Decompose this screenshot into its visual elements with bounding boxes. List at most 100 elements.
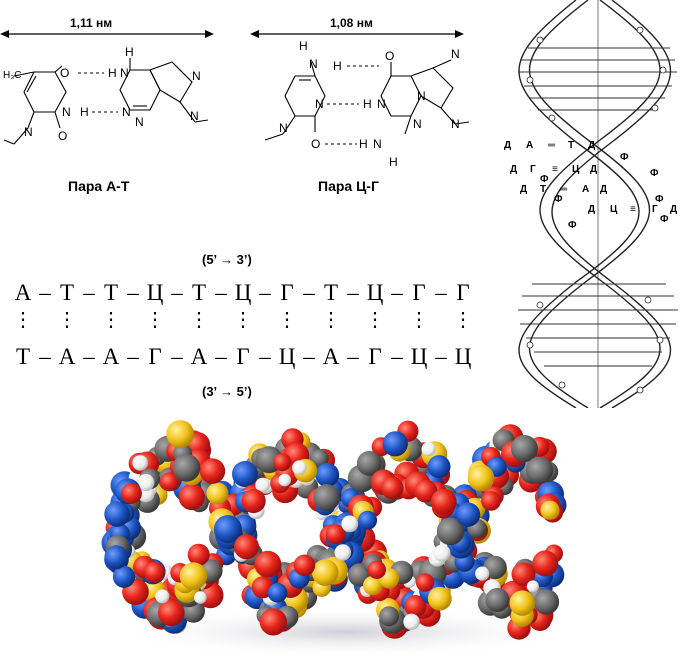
top-strand-base: Т [103, 280, 119, 305]
atom-sphere [112, 565, 136, 588]
atom-sphere [166, 420, 195, 448]
bottom-strand-base: Ц [278, 344, 296, 369]
svg-text:H: H [125, 45, 134, 59]
bottom-strand-bond: – [435, 344, 447, 369]
top-strand-base: Ц [234, 280, 252, 305]
helix-phosphate-symbol: Ф [554, 194, 563, 205]
bottom-strand-bond: – [259, 344, 271, 369]
bottom-strand-bond: – [39, 344, 51, 369]
svg-text:N: N [417, 89, 426, 103]
helix-rung-symbol: ═ [547, 140, 556, 151]
atom-sphere [121, 483, 142, 504]
bottom-strand-base: А [102, 344, 120, 369]
atom-sphere [415, 573, 435, 592]
atom-sphere [315, 462, 340, 487]
atom-sphere [194, 591, 207, 604]
helix-rung-symbol: Д [590, 164, 597, 175]
atom-sphere [403, 613, 420, 630]
atom-sphere [363, 575, 383, 596]
svg-text:N: N [377, 97, 386, 111]
top-strand-base: А [14, 280, 32, 305]
helix-rung-symbol: Т [540, 184, 546, 195]
top-strand-bond: – [215, 280, 227, 305]
svg-text:H: H [333, 59, 342, 73]
bottom-strand-bond: – [303, 344, 315, 369]
helix-rung-symbol: Д [504, 140, 511, 151]
svg-text:N: N [62, 105, 71, 119]
bottom-strand-base: А [322, 344, 340, 369]
atom-sphere [485, 588, 510, 612]
top-strand-bond: – [347, 280, 359, 305]
hydrogen-bond-dot: ⋮ [321, 309, 341, 331]
atom-sphere [232, 461, 258, 487]
svg-text:H: H [299, 40, 308, 53]
svg-text:N: N [122, 105, 131, 119]
helix-phosphate-symbol: Ф [568, 220, 577, 231]
atom-sphere [273, 453, 292, 472]
svg-text:N: N [451, 47, 460, 61]
top-strand-base: Ц [146, 280, 164, 305]
top-strand-base: Т [191, 280, 207, 305]
hydrogen-bond-dot: ⋮ [189, 309, 209, 331]
hydrogen-bond-dot: ⋮ [365, 309, 385, 331]
atom-sphere [367, 560, 386, 579]
at-distance-arrow [0, 12, 215, 42]
svg-text:N: N [190, 109, 199, 123]
hydrogen-bond-dot: ⋮ [453, 309, 473, 331]
helix-rung-symbol: Д [600, 184, 607, 195]
top-strand-bond: – [435, 280, 447, 305]
svg-text:N: N [135, 115, 144, 129]
atom-sphere [509, 590, 535, 616]
svg-text:H: H [80, 105, 89, 119]
helix-phosphate-symbol: Ф [540, 174, 549, 185]
helix-rung-symbol: Т [568, 140, 574, 151]
bottom-strand-base: Т [15, 344, 31, 369]
bottom-strand-bond: – [215, 344, 227, 369]
hydrogen-bond-dot: ⋮ [13, 309, 33, 331]
helix-rung-symbol: Д [588, 140, 595, 151]
atom-sphere [199, 458, 226, 484]
svg-text:H: H [363, 97, 372, 111]
svg-text:H: H [389, 155, 398, 169]
helix-rung-symbol: Д [510, 164, 517, 175]
bottom-strand-bond: – [391, 344, 403, 369]
atom-sphere [132, 455, 148, 471]
atom-sphere [278, 473, 291, 487]
top-direction-label: (5’ → 3’) [202, 252, 252, 267]
helix-phosphate-symbol: Ф [660, 214, 669, 225]
svg-text:N: N [451, 117, 460, 131]
svg-text:N: N [192, 69, 201, 83]
atom-sphere [525, 456, 554, 484]
atom-sphere [104, 501, 130, 527]
atom-sphere [455, 502, 481, 527]
helix-rung-symbol: Д [588, 204, 595, 215]
atom-sphere [172, 453, 201, 482]
atom-sphere [259, 608, 287, 636]
helix-phosphate-symbol: Ф [655, 194, 664, 205]
bottom-direction-label: (3’ → 5’) [202, 384, 252, 399]
atom-sphere [511, 562, 536, 587]
helix-phosphate-symbol: Ф [650, 168, 659, 179]
atom-sphere [382, 431, 408, 457]
top-strand-bond: – [171, 280, 183, 305]
at-methyl: H₃C [3, 70, 22, 81]
svg-text:O: O [385, 49, 394, 63]
atom-sphere [334, 544, 352, 561]
atom-sphere [356, 450, 382, 476]
helix-rung-symbol: Г [652, 204, 658, 215]
top-strand-sequence: А–Т–Т–Ц–Т–Ц–Г–Т–Ц–Г–Г [12, 280, 474, 306]
atom-sphere [178, 483, 205, 511]
atom-sphere [325, 524, 346, 545]
at-distance-label: 1,11 нм [70, 16, 113, 30]
helix-rung-symbol: А [582, 184, 589, 195]
atom-sphere [526, 580, 539, 593]
hydrogen-bond-dot: ⋮ [101, 309, 121, 331]
helix-rung-symbol: ≡ [552, 164, 558, 175]
atom-sphere [467, 464, 495, 492]
hydrogen-bond-dot: ⋮ [57, 309, 77, 331]
bottom-strand-base: Ц [410, 344, 428, 369]
hydrogen-bond-dot: ⋮ [233, 309, 253, 331]
cg-distance-label: 1,08 нм [330, 16, 373, 30]
atom-sphere [404, 595, 427, 618]
